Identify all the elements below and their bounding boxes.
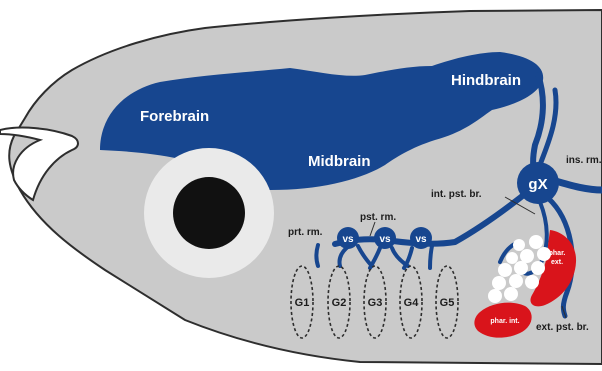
vs-label-3: vs [415, 234, 427, 245]
gill-label-g4: G4 [404, 297, 420, 309]
midbrain-label: Midbrain [308, 153, 371, 170]
pst-rm-label: pst. rm. [360, 212, 396, 223]
vagal-ganglion-gx: gX [517, 162, 559, 204]
gill-label-g5: G5 [440, 297, 455, 309]
prt-rm-label: prt. rm. [288, 227, 323, 238]
vs-label-2: vs [379, 234, 391, 245]
phar-ext-label-line1: phar. [549, 250, 566, 257]
vs-node-3: vs [410, 227, 432, 249]
ins-rm-label: ins. rm. [566, 155, 602, 166]
int-pst-br-label: int. pst. br. [431, 189, 482, 200]
gill-label-g3: G3 [368, 297, 383, 309]
prt-rm-branch-2 [317, 245, 319, 266]
pupil [173, 177, 245, 249]
vs-label-1: vs [342, 234, 354, 245]
phar-ext-label-line2: ext. [551, 259, 563, 266]
gx-label: gX [528, 176, 547, 193]
gill-label-g2: G2 [332, 297, 347, 309]
pst-rm-branch-5 [430, 246, 432, 268]
gill-label-g1: G1 [295, 297, 310, 309]
forebrain-label: Forebrain [140, 108, 209, 125]
ext-pst-br-label: ext. pst. br. [536, 322, 589, 333]
phar-int-label: phar. int. [490, 318, 519, 325]
vagal-sensory-nodes: vs vs vs [337, 227, 432, 249]
hindbrain-label: Hindbrain [451, 72, 521, 89]
vs-node-1: vs [337, 227, 359, 249]
eye [144, 148, 274, 278]
vs-node-2: vs [374, 227, 396, 249]
